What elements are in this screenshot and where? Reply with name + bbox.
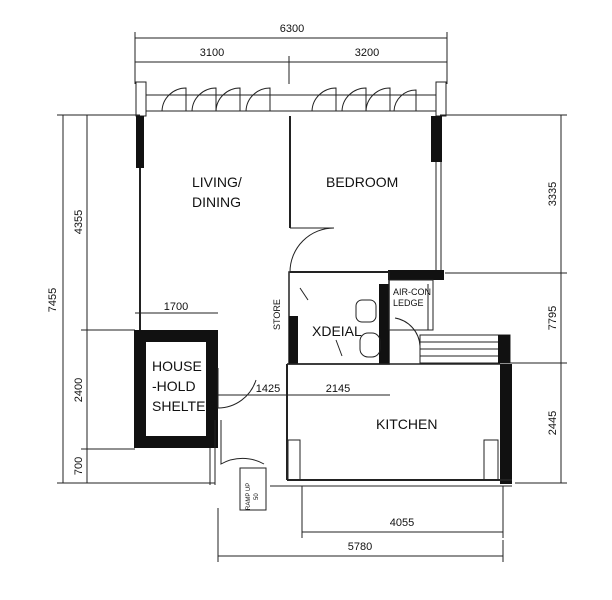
dim-kitchen-right: 2145 [326, 383, 350, 395]
dim-left-total: 7455 [47, 288, 59, 312]
windows [161, 87, 417, 112]
shelter-label-2: -HOLD [152, 378, 196, 394]
dim-right-upper: 3335 [547, 182, 559, 206]
ramp-label-1: RAMP UP [246, 483, 252, 510]
entrance-door [220, 420, 265, 465]
kitchen-label: KITCHEN [376, 416, 437, 432]
walls [134, 81, 512, 487]
dim-shelter-width: 1700 [164, 301, 188, 313]
shelter-label-3: SHELTER [152, 398, 216, 414]
dim-right-middle: 7795 [547, 306, 559, 330]
bath-fixtures [299, 287, 381, 358]
ramp-label-2: 50 [254, 493, 260, 500]
dim-left-middle: 2400 [73, 378, 85, 402]
living-label-1: LIVING/ [192, 174, 242, 190]
dimension-labels: 6300 3100 3200 7455 4355 2400 700 1700 1… [47, 23, 559, 553]
bedroom-door [289, 227, 335, 273]
dim-top-left: 3100 [200, 47, 224, 59]
bath-label: XDEIAL [312, 323, 362, 339]
dim-top-total: 6300 [280, 23, 304, 35]
dim-kitchen-left: 1425 [256, 383, 280, 395]
aircon-label-2: LEDGE [393, 298, 424, 308]
bath-door [394, 317, 421, 347]
shelter-label-1: HOUSE [152, 358, 202, 374]
dim-bottom-inner: 4055 [390, 517, 414, 529]
store-label: STORE [272, 299, 282, 330]
dim-top-right: 3200 [355, 47, 379, 59]
doors [217, 227, 421, 465]
dim-right-lower: 2445 [547, 411, 559, 435]
dim-left-upper: 4355 [73, 210, 85, 234]
living-label-2: DINING [192, 194, 241, 210]
dim-left-lower: 700 [73, 457, 85, 475]
bedroom-label: BEDROOM [326, 174, 398, 190]
room-labels: LIVING/ DINING BEDROOM KITCHEN HOUSE -HO… [152, 174, 437, 510]
aircon-label-1: AIR-CON [393, 287, 431, 297]
dim-bottom-total: 5780 [348, 541, 372, 553]
dimension-lines [57, 32, 567, 562]
shelter-door [217, 368, 257, 409]
entrance-ramp [239, 467, 267, 511]
